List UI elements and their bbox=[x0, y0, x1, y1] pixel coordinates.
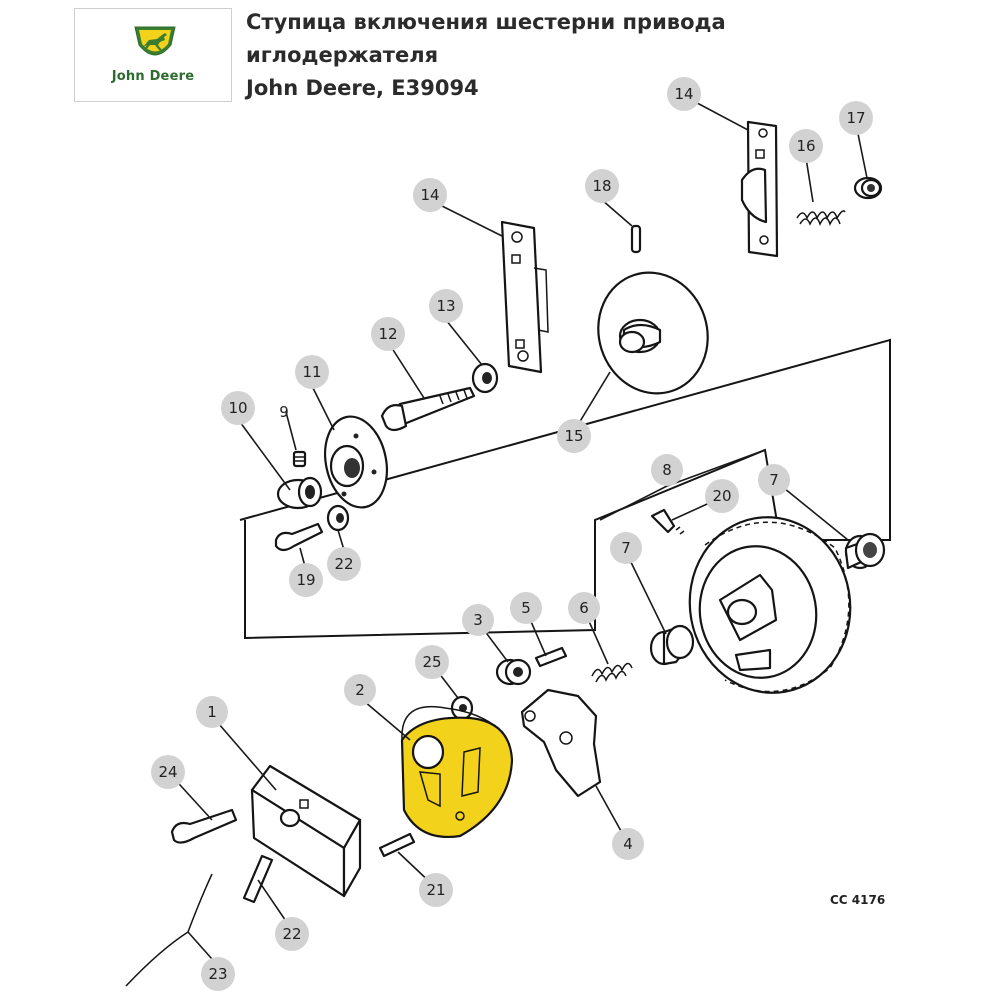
part-1-block bbox=[250, 764, 362, 898]
callout-label: 7 bbox=[621, 539, 631, 557]
callout-6: 6 bbox=[568, 592, 600, 624]
part-14-plate-right bbox=[740, 120, 779, 258]
part-19-bolt bbox=[274, 522, 324, 552]
title-line-2: иглодержателя bbox=[246, 43, 439, 67]
callout-15: 15 bbox=[557, 419, 591, 453]
callout-label: 6 bbox=[579, 599, 589, 617]
part-16-spring bbox=[796, 210, 846, 226]
part-9-set-screw bbox=[292, 450, 307, 468]
logo-wordmark: John Deere bbox=[111, 69, 195, 84]
title-line-3: John Deere, E39094 bbox=[246, 76, 479, 100]
part-20-screw bbox=[650, 508, 685, 535]
callout-12: 12 bbox=[371, 317, 405, 351]
callout-label: 19 bbox=[296, 571, 315, 589]
callout-label: 18 bbox=[592, 177, 611, 195]
part-25-nut bbox=[450, 695, 474, 721]
callout-label: 4 bbox=[623, 835, 633, 853]
callout-1: 1 bbox=[196, 696, 228, 728]
part-4-lever bbox=[520, 688, 602, 798]
callout-label: 11 bbox=[302, 363, 321, 381]
callout-label: 20 bbox=[712, 487, 731, 505]
callout-label: 22 bbox=[282, 925, 301, 943]
callout-2: 2 bbox=[344, 674, 376, 706]
callout-16: 16 bbox=[789, 129, 823, 163]
part-5-pin bbox=[534, 646, 568, 668]
john-deere-logo: John Deere bbox=[74, 8, 232, 102]
callout-label: 24 bbox=[158, 763, 177, 781]
callout-18: 18 bbox=[585, 169, 619, 203]
callout-13: 13 bbox=[429, 289, 463, 323]
callout-9: 9 bbox=[279, 403, 289, 421]
callout-label: 1 bbox=[207, 703, 217, 721]
callout-label: 15 bbox=[564, 427, 583, 445]
callout-label: 3 bbox=[473, 611, 483, 629]
deer-emblem-icon bbox=[134, 26, 176, 56]
callout-label: 7 bbox=[769, 471, 779, 489]
callout-21: 21 bbox=[419, 873, 453, 907]
part-24-bolt bbox=[170, 808, 238, 844]
part-6-spring bbox=[591, 662, 633, 683]
part-21-pin bbox=[378, 832, 416, 858]
callout-5: 5 bbox=[510, 592, 542, 624]
part-22-nut-upper bbox=[326, 504, 350, 532]
callout-label: 21 bbox=[426, 881, 445, 899]
part-8-gear bbox=[688, 516, 852, 694]
callout-24: 24 bbox=[151, 755, 185, 789]
callout-23: 23 bbox=[201, 957, 235, 991]
callout-25: 25 bbox=[415, 645, 449, 679]
title-line-1: Ступица включения шестерни привода bbox=[246, 10, 726, 34]
callout-label: 14 bbox=[420, 186, 439, 204]
part-23-wire bbox=[125, 873, 213, 987]
part-7-bushing-left bbox=[649, 624, 695, 666]
part-2-drive-hub-highlighted bbox=[400, 706, 514, 838]
part-15-disc bbox=[597, 271, 709, 395]
callout-label: 2 bbox=[355, 681, 365, 699]
figure-code: CC 4176 bbox=[830, 893, 886, 907]
part-22-roll-pin bbox=[242, 854, 274, 904]
part-12-bolt bbox=[380, 386, 476, 432]
part-14-plate-center bbox=[500, 220, 549, 374]
callout-label: 10 bbox=[228, 399, 247, 417]
part-18-pin bbox=[630, 224, 642, 254]
callout-label: 8 bbox=[662, 461, 672, 479]
part-13-nut bbox=[471, 362, 499, 394]
callout-label: 25 bbox=[422, 653, 441, 671]
callout-7b: 7 bbox=[610, 532, 642, 564]
callout-22b: 22 bbox=[275, 917, 309, 951]
part-7-bushing-right bbox=[844, 532, 886, 570]
callout-4: 4 bbox=[612, 828, 644, 860]
callout-19: 19 bbox=[289, 563, 323, 597]
callout-label: 5 bbox=[521, 599, 531, 617]
callout-label: 13 bbox=[436, 297, 455, 315]
callout-label: 9 bbox=[279, 403, 289, 421]
callout-label: 17 bbox=[846, 109, 865, 127]
callout-20: 20 bbox=[705, 479, 739, 513]
callout-8: 8 bbox=[651, 454, 683, 486]
callout-17: 17 bbox=[839, 101, 873, 135]
callout-3: 3 bbox=[462, 604, 494, 636]
callout-label: 12 bbox=[378, 325, 397, 343]
part-11-flange-hub bbox=[324, 415, 388, 509]
part-3-washer bbox=[495, 658, 532, 686]
callout-14b: 14 bbox=[413, 178, 447, 212]
callout-22a: 22 bbox=[327, 547, 361, 581]
callout-label: 14 bbox=[674, 85, 693, 103]
callout-label: 16 bbox=[796, 137, 815, 155]
part-17-bushing bbox=[853, 176, 883, 200]
callout-label: 22 bbox=[334, 555, 353, 573]
callout-14a: 14 bbox=[667, 77, 701, 111]
callout-label: 23 bbox=[208, 965, 227, 983]
page-title: Ступица включения шестерни привода иглод… bbox=[246, 6, 806, 105]
callout-10: 10 bbox=[221, 391, 255, 425]
callout-7a: 7 bbox=[758, 464, 790, 496]
callout-11: 11 bbox=[295, 355, 329, 389]
